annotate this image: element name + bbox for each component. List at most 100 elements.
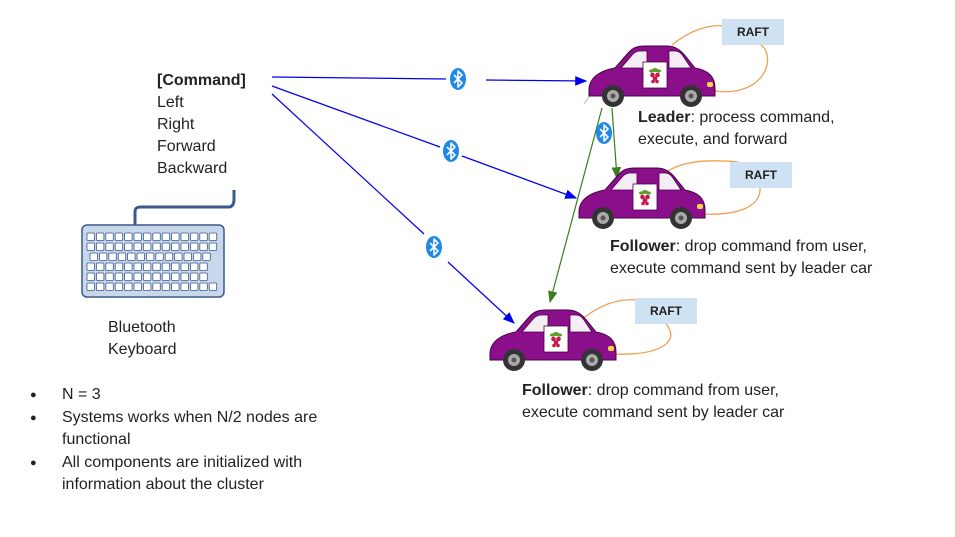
keyboard-key	[161, 242, 171, 251]
keyboard-key	[180, 262, 189, 271]
caption-leader-desc1: : process command,	[690, 109, 835, 126]
bluetooth-icon	[595, 121, 613, 145]
keyboard-key	[155, 252, 164, 261]
caption-follower-2-role: Follower	[522, 382, 588, 399]
keyboard-key	[99, 252, 108, 261]
keyboard-key	[183, 252, 192, 261]
command-list: [Command] Left Right Forward Backward	[157, 70, 246, 180]
keyboard-key	[89, 252, 98, 261]
keyboard-key	[152, 282, 161, 291]
leader-link-follower-2	[548, 107, 603, 304]
keyboard-key	[124, 232, 133, 241]
keyboard-key	[114, 232, 124, 241]
keyboard-label-line2: Keyboard	[108, 341, 177, 358]
keyboard-key	[164, 252, 174, 261]
keyboard-key	[208, 242, 218, 251]
keyboard-key	[189, 262, 199, 271]
command-item-backward: Backward	[157, 160, 228, 177]
keyboard-key	[142, 242, 152, 251]
keyboard-key	[145, 252, 155, 261]
keyboard-label-line1: Bluetooth	[108, 319, 176, 336]
keyboard-key	[133, 282, 142, 291]
keyboard-key	[114, 242, 124, 251]
keyboard-key	[189, 242, 199, 251]
keyboard-key	[180, 282, 189, 291]
raft-tag-follower-2: RAFT	[635, 298, 697, 324]
keyboard-key	[86, 242, 95, 251]
keyboard-key	[133, 232, 142, 241]
keyboard-key	[96, 262, 105, 271]
user-link-follower-2	[271, 93, 515, 324]
keyboard-key	[105, 232, 114, 241]
note-item: Systems works when N/2 nodes are functio…	[30, 407, 330, 451]
caption-follower-1-desc1: : drop command from user,	[675, 238, 867, 255]
keyboard-key	[192, 252, 202, 261]
bluetooth-icon	[425, 235, 443, 259]
keyboard-key	[208, 282, 218, 291]
keyboard-key	[199, 232, 208, 241]
caption-follower-2-desc1: : drop command from user,	[587, 382, 779, 399]
keyboard-key	[171, 272, 180, 281]
keyboard-key	[171, 232, 180, 241]
keyboard-key	[189, 232, 199, 241]
keyboard-key	[152, 232, 161, 241]
keyboard-key	[96, 282, 105, 291]
keyboard-key	[133, 242, 142, 251]
keyboard-key	[114, 282, 124, 291]
caption-follower-1-role: Follower	[610, 238, 676, 255]
keyboard-key	[105, 262, 114, 271]
keyboard-key	[124, 282, 133, 291]
caption-leader-desc2: execute, and forward	[638, 131, 788, 148]
keyboard-key	[161, 282, 171, 291]
command-title: [Command]	[157, 72, 246, 89]
keyboard-key	[199, 272, 208, 281]
keyboard-key	[189, 272, 199, 281]
keyboard-key	[142, 272, 152, 281]
keyboard-key	[189, 282, 199, 291]
keyboard-key	[114, 262, 124, 271]
keyboard-key	[133, 272, 142, 281]
caption-leader-role: Leader	[638, 109, 691, 126]
keyboard-key	[86, 282, 95, 291]
keyboard-key	[152, 242, 161, 251]
keyboard-key	[152, 272, 161, 281]
note-item: N = 3	[30, 384, 330, 406]
keyboard-key	[161, 232, 171, 241]
keyboard-key	[161, 262, 171, 271]
keyboard-key	[114, 272, 124, 281]
car-icon-follower-2	[489, 309, 617, 372]
car-icon-leader	[588, 45, 716, 108]
user-link-leader	[271, 76, 588, 86]
keyboard-cable	[133, 190, 236, 226]
keyboard-key	[105, 272, 114, 281]
user-link-follower-1	[271, 85, 578, 199]
keyboard-key	[152, 262, 161, 271]
keyboard-label: Bluetooth Keyboard	[108, 317, 177, 361]
keyboard-key	[142, 232, 152, 241]
command-item-forward: Forward	[157, 138, 216, 155]
raft-tag-follower-1: RAFT	[730, 162, 792, 188]
raft-tag-leader: RAFT	[722, 19, 784, 45]
keyboard-key	[124, 272, 133, 281]
keyboard-key	[108, 252, 117, 261]
keyboard-key	[161, 272, 171, 281]
keyboard-key	[180, 272, 189, 281]
note-item: All components are initialized with info…	[30, 452, 330, 496]
keyboard-key	[171, 262, 180, 271]
keyboard-key	[171, 242, 180, 251]
caption-follower-2: Follower: drop command from user, execut…	[522, 380, 784, 424]
keyboard-icon	[81, 224, 225, 298]
caption-follower-2-desc2: execute command sent by leader car	[522, 404, 785, 421]
command-item-right: Right	[157, 116, 195, 133]
keyboard-key	[96, 242, 105, 251]
keyboard-key	[105, 242, 114, 251]
bluetooth-icon	[449, 67, 467, 91]
keyboard-key	[142, 282, 152, 291]
car-icon-follower-1	[578, 167, 706, 230]
keyboard-key	[171, 282, 180, 291]
keyboard-key	[199, 282, 208, 291]
keyboard-key	[96, 272, 105, 281]
keyboard-key	[105, 282, 114, 291]
keyboard-key	[208, 232, 218, 241]
